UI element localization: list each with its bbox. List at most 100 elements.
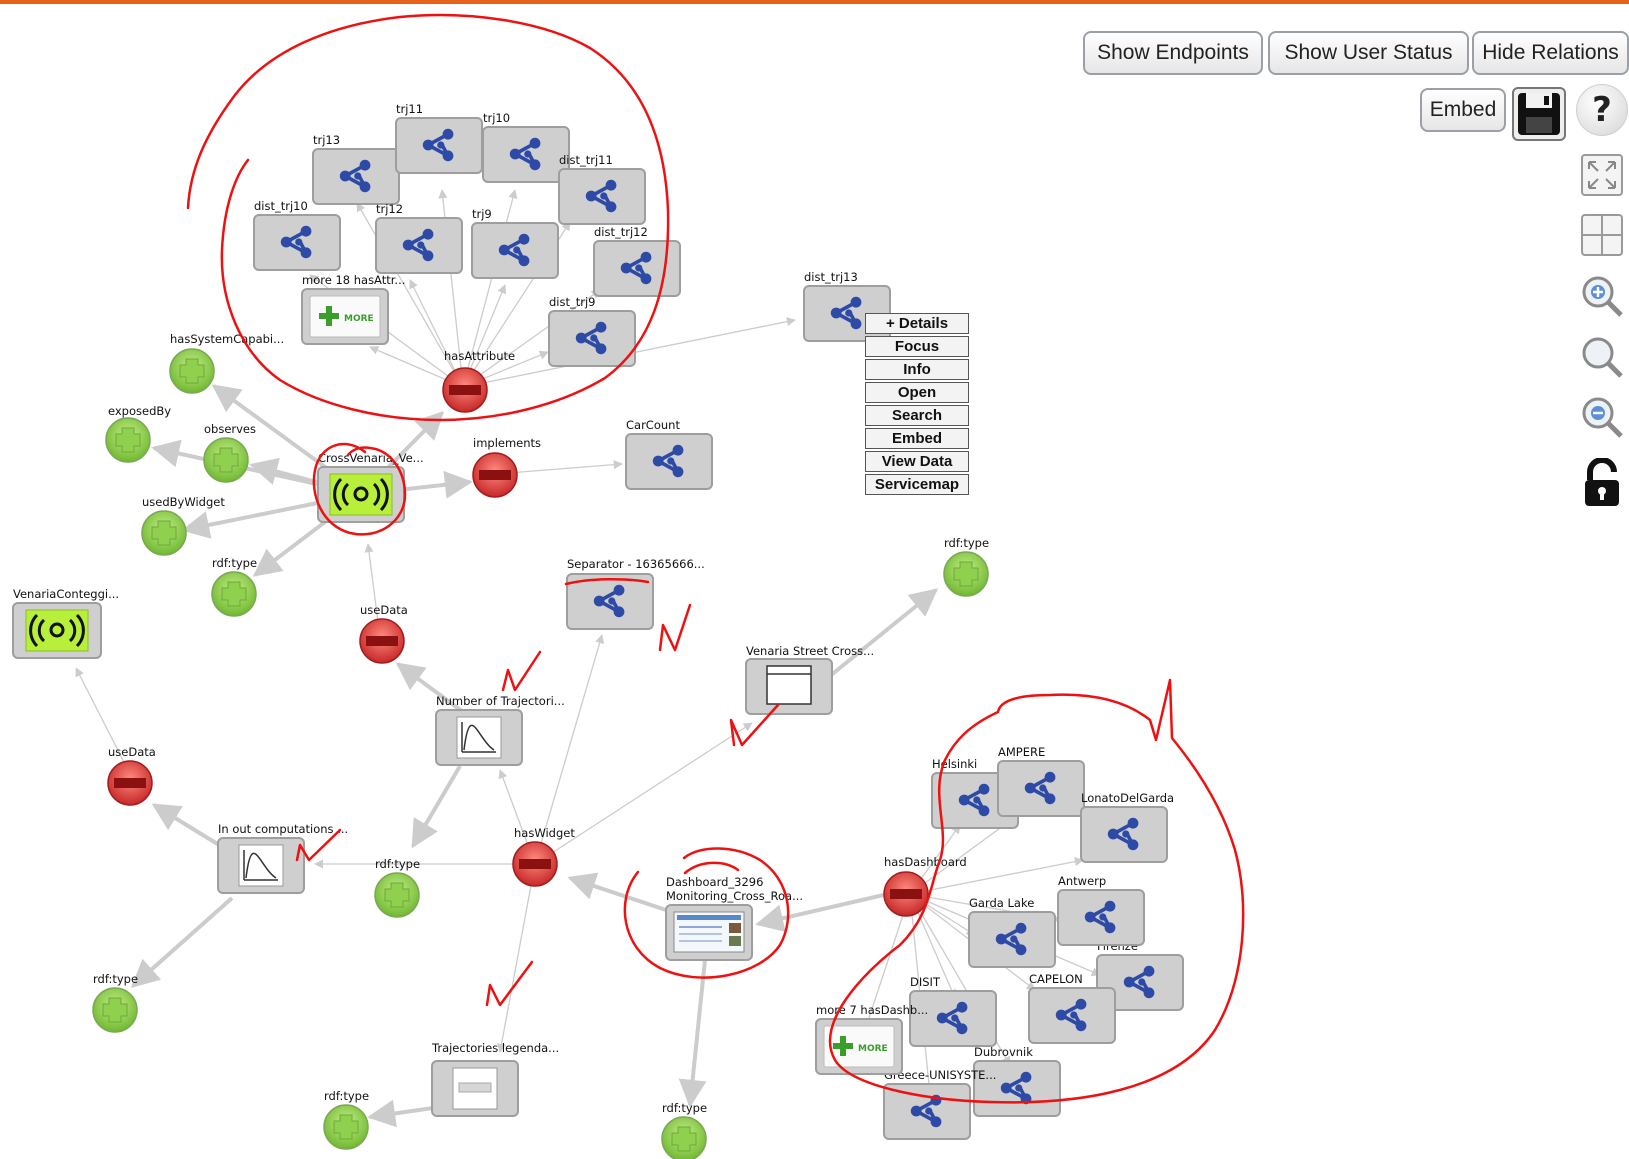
node-label: hasSystemCapabi... <box>170 332 284 346</box>
node-label: In out computations ... <box>218 822 348 836</box>
zoom-in-icon[interactable] <box>1580 274 1624 318</box>
zoom-out-icon[interactable] <box>1580 395 1624 439</box>
more-node-hasattribute[interactable]: MORE more 18 hasAttr... <box>301 273 405 345</box>
fit-screen-icon[interactable] <box>1580 153 1624 197</box>
node-label: DISIT <box>910 975 941 989</box>
red-node-usedata-1[interactable]: useData <box>359 603 408 664</box>
node-label: CAPELON <box>1029 972 1083 986</box>
red-node-haswidget[interactable]: hasWidget <box>512 826 575 887</box>
graph-node-trj11[interactable]: trj11 <box>395 102 483 174</box>
graph-node-disit[interactable]: DISIT <box>909 975 997 1047</box>
node-label: Monitoring_Cross_Roa... <box>666 889 803 903</box>
graph-node-antwerp[interactable]: Antwerp <box>1057 874 1145 946</box>
graph-node-garda-lake[interactable]: Garda Lake <box>968 896 1056 968</box>
red-node-hasdashboard[interactable]: hasDashboard <box>883 855 967 917</box>
graph-node-capelon[interactable]: CAPELON <box>1028 972 1116 1044</box>
floppy-disk-icon <box>1518 93 1560 135</box>
context-menu-details[interactable]: + Details <box>865 313 969 334</box>
red-annotations <box>186 13 1245 1104</box>
graph-node-trj12[interactable]: trj12 <box>375 202 463 274</box>
more-node-hasdashboard[interactable]: MORE more 7 hasDashb... <box>815 1003 928 1075</box>
green-node-exposedby[interactable]: exposedBy <box>105 404 171 463</box>
sensor-node-crossvenaria[interactable]: CrossVenaria_Ve... <box>317 451 424 523</box>
context-menu-embed[interactable]: Embed <box>865 428 969 449</box>
node-label: implements <box>473 436 541 450</box>
context-menu-search[interactable]: Search <box>865 405 969 426</box>
node-label: dist_trj11 <box>559 153 613 167</box>
node-label: Dashboard_3296 <box>666 875 763 889</box>
red-node-hasattribute[interactable]: hasAttribute <box>442 349 515 413</box>
graph-node-ampere[interactable]: AMPERE <box>997 745 1085 817</box>
node-label: CrossVenaria_Ve... <box>318 451 424 465</box>
green-node-usedbywidget[interactable]: usedByWidget <box>141 495 225 556</box>
graph-node-greece-unisystems[interactable]: Greece-UNISYSTE... <box>883 1068 996 1140</box>
graph-node-lonatodelgarda[interactable]: LonatoDelGarda <box>1080 791 1174 863</box>
node-label: trj11 <box>396 102 423 116</box>
node-label: Helsinki <box>932 757 977 771</box>
node-label: rdf:type <box>375 857 420 871</box>
graph-node-trj13[interactable]: trj13 <box>312 133 400 205</box>
window-icon <box>766 665 812 705</box>
help-icon[interactable]: ? <box>1576 84 1628 136</box>
curve-chart-icon <box>456 716 502 759</box>
node-label: Antwerp <box>1058 874 1106 888</box>
save-icon[interactable] <box>1512 87 1566 141</box>
hide-relations-button[interactable]: Hide Relations <box>1472 31 1629 75</box>
node-label: observes <box>204 422 256 436</box>
node-label: Trajectories legenda... <box>431 1041 559 1055</box>
node-label: dist_trj12 <box>594 225 648 239</box>
graph-node-dist-trj11[interactable]: dist_trj11 <box>558 153 646 225</box>
context-menu-open[interactable]: Open <box>865 382 969 403</box>
sensor-node-venariaconteggi[interactable]: VenariaConteggi... <box>12 587 119 659</box>
embed-button[interactable]: Embed <box>1420 88 1506 132</box>
graph-node-carcount[interactable]: CarCount <box>625 418 713 490</box>
node-label: usedByWidget <box>142 495 225 509</box>
svg-text:MORE: MORE <box>344 314 374 324</box>
graph-node-dist-trj9[interactable]: dist_trj9 <box>548 295 636 367</box>
node-label: dist_trj10 <box>254 199 308 213</box>
green-node-rdftype-6[interactable]: rdf:type <box>661 1101 707 1159</box>
lock-icon[interactable] <box>1580 457 1624 506</box>
node-label: trj12 <box>376 202 403 216</box>
graph-node-trj9[interactable]: trj9 <box>471 207 559 279</box>
curve-chart-icon <box>238 844 284 887</box>
green-node-rdftype-1[interactable]: rdf:type <box>211 556 257 617</box>
graph-node-dist-trj10[interactable]: dist_trj10 <box>253 199 341 271</box>
node-label: trj10 <box>483 111 510 125</box>
green-node-observes[interactable]: observes <box>203 422 256 483</box>
green-node-rdftype-4[interactable]: rdf:type <box>92 972 138 1033</box>
node-label: Separator - 16365666... <box>567 557 705 571</box>
green-node-hassystemcapability[interactable]: hasSystemCapabi... <box>169 332 284 394</box>
context-menu-view-data[interactable]: View Data <box>865 451 969 472</box>
widget-node-trajectories-legend[interactable]: Trajectories legenda... <box>431 1041 559 1117</box>
node-label: dist_trj9 <box>549 295 596 309</box>
widget-node-number-of-trajectories[interactable]: Number of Trajectori... <box>435 694 565 766</box>
red-node-usedata-2[interactable]: useData <box>107 745 156 806</box>
green-node-rdftype-3[interactable]: rdf:type <box>374 857 420 918</box>
graph-node-dist-trj12[interactable]: dist_trj12 <box>593 225 681 297</box>
show-endpoints-button[interactable]: Show Endpoints <box>1083 31 1263 75</box>
node-label: rdf:type <box>944 536 989 550</box>
widget-node-venaria-street[interactable]: Venaria Street Cross... <box>745 644 874 715</box>
green-node-rdftype-2[interactable]: rdf:type <box>943 536 989 597</box>
node-label: dist_trj13 <box>804 270 858 284</box>
graph-node-firenze[interactable]: Firenze <box>1096 939 1184 1011</box>
green-node-rdftype-5[interactable]: rdf:type <box>323 1089 369 1150</box>
graph-node-separator[interactable]: Separator - 16365666... <box>566 557 705 630</box>
node-label: hasDashboard <box>884 855 967 869</box>
node-label: exposedBy <box>108 404 171 418</box>
context-menu-servicemap[interactable]: Servicemap <box>865 474 969 495</box>
svg-text:MORE: MORE <box>858 1044 888 1054</box>
node-label: Number of Trajectori... <box>436 694 565 708</box>
widget-node-in-out-computations[interactable]: In out computations ... <box>217 822 348 894</box>
graph-node-trj10[interactable]: trj10 <box>482 111 570 183</box>
grid-icon[interactable] <box>1580 213 1624 257</box>
context-menu-focus[interactable]: Focus <box>865 336 969 357</box>
context-menu-info[interactable]: Info <box>865 359 969 380</box>
node-label: useData <box>108 745 156 759</box>
red-node-implements[interactable]: implements <box>472 436 541 498</box>
zoom-reset-icon[interactable] <box>1580 335 1624 379</box>
dashboard-node-monitoring[interactable]: Dashboard_3296 Monitoring_Cross_Roa... <box>665 875 803 961</box>
show-user-status-button[interactable]: Show User Status <box>1268 31 1469 75</box>
